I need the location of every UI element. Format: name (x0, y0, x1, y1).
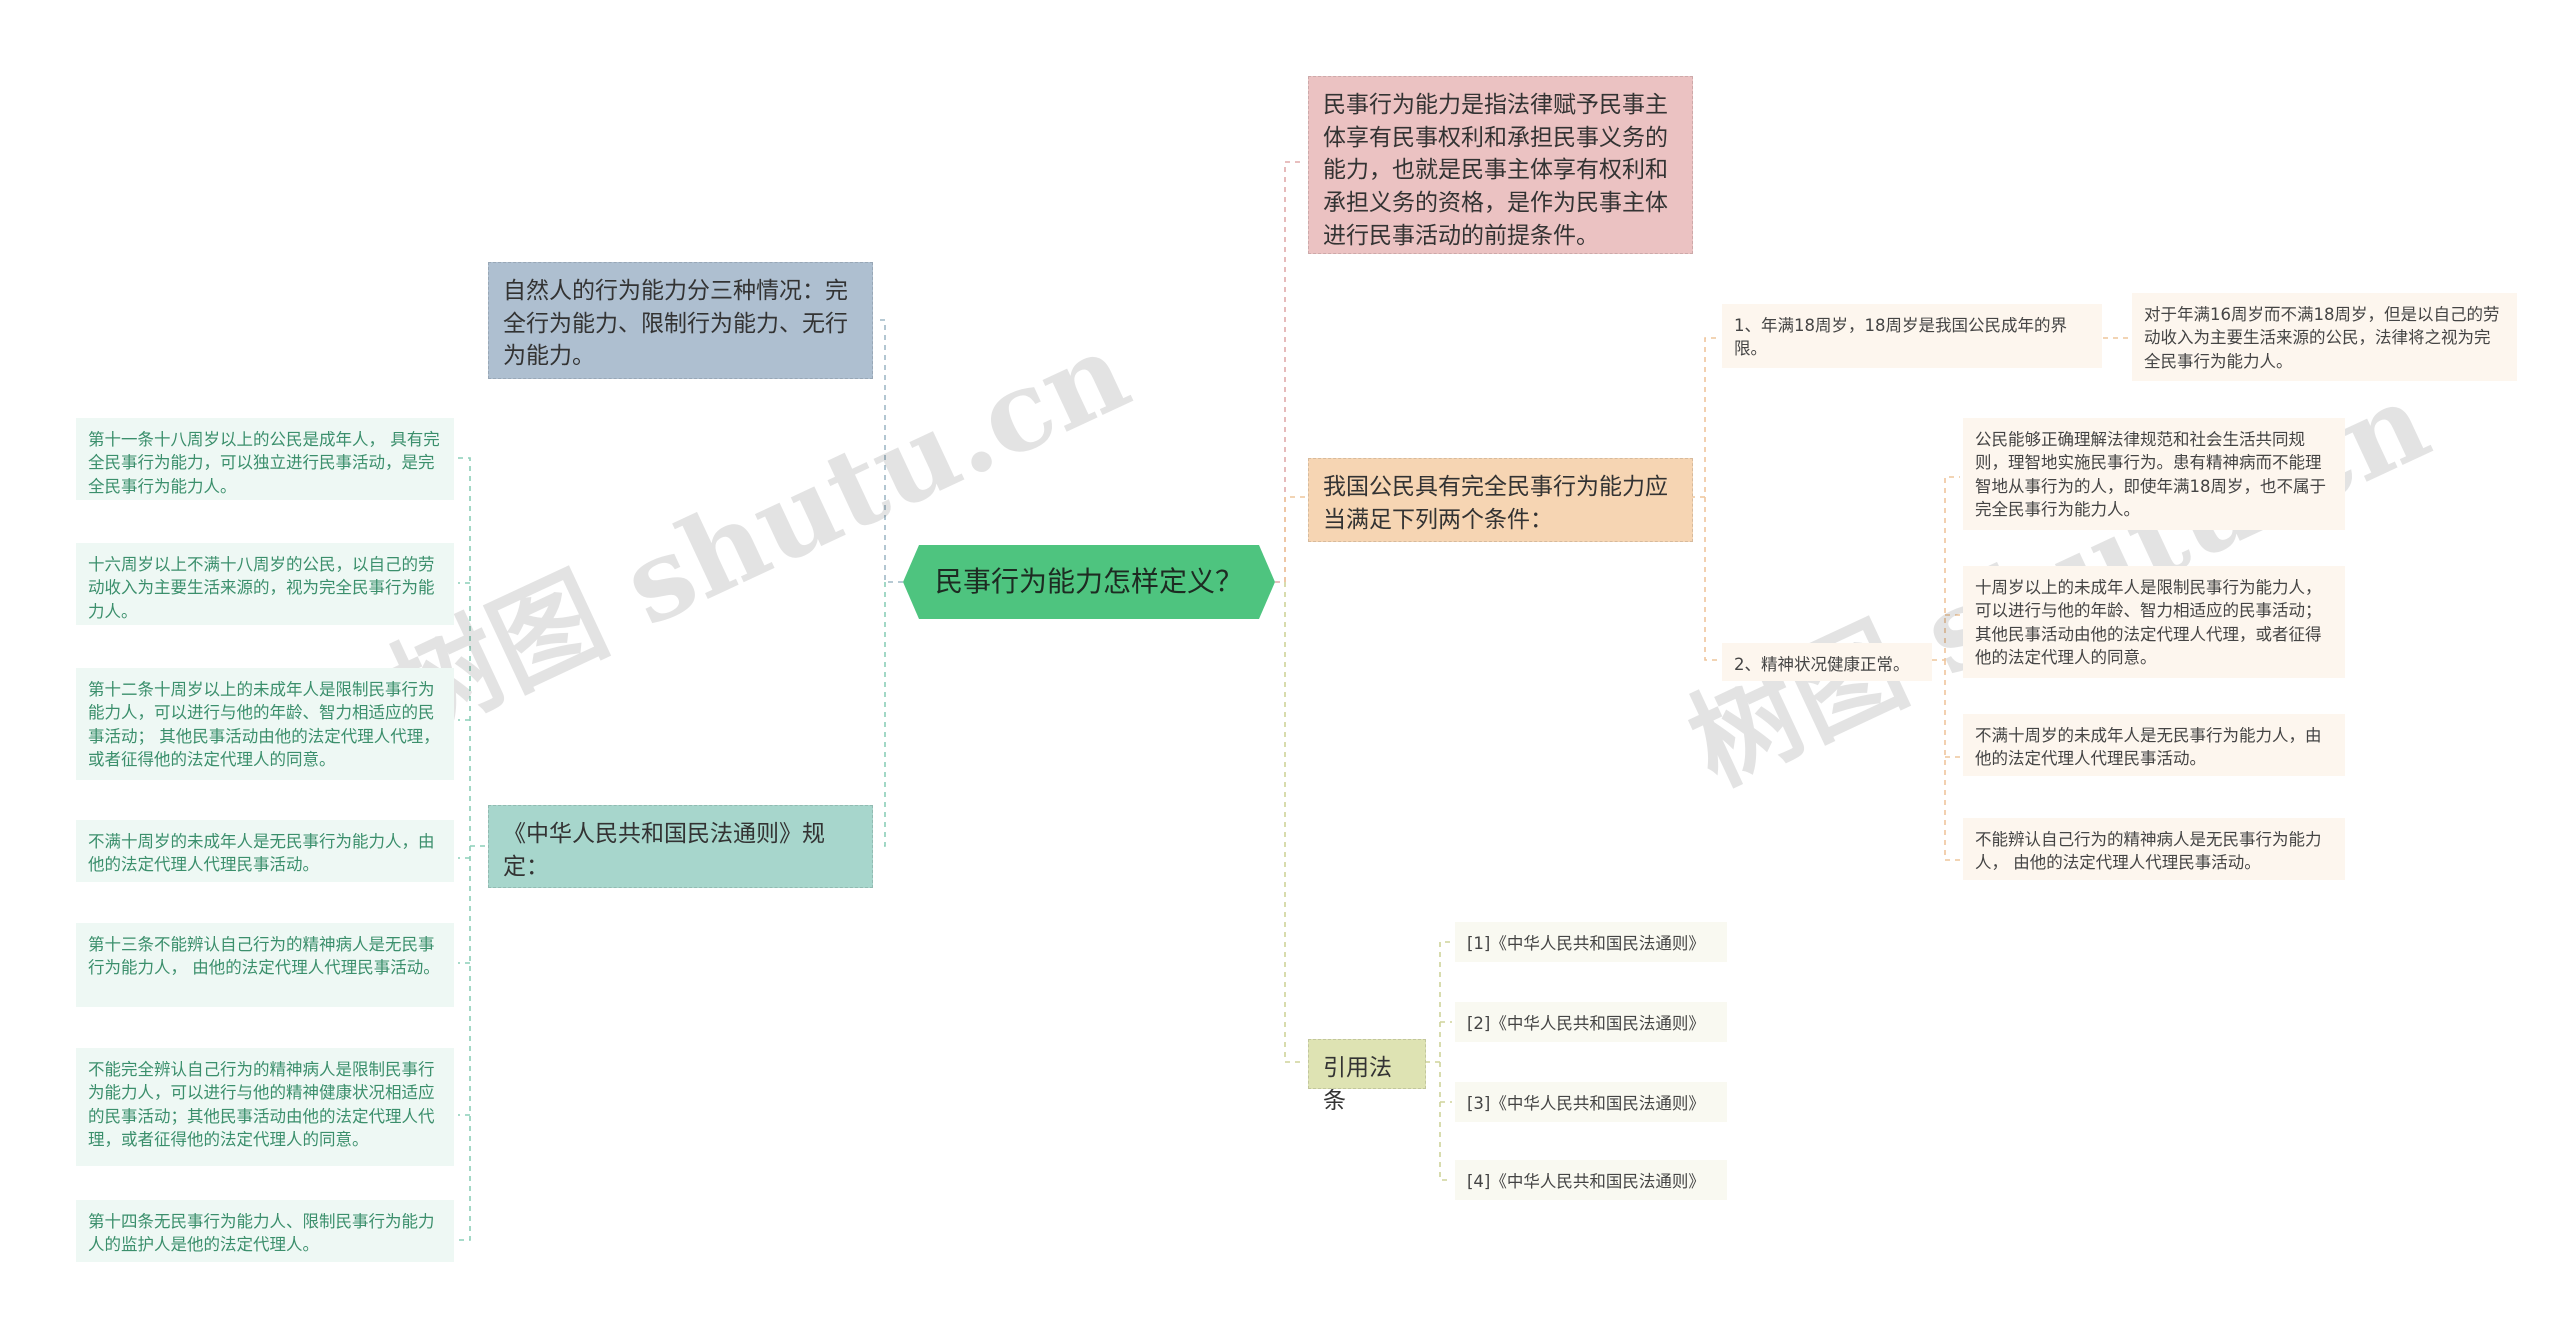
left-leaf-art12[interactable]: 第十二条十周岁以上的未成年人是限制民事行为能力人，可以进行与他的年龄、智力相适应… (76, 668, 454, 780)
right-branch-conditions[interactable]: 我国公民具有完全民事行为能力应当满足下列两个条件： (1308, 458, 1693, 542)
left-leaf-partial-mental[interactable]: 不能完全辨认自己行为的精神病人是限制民事行为能力人，可以进行与他的精神健康状况相… (76, 1048, 454, 1166)
ref-item-3[interactable]: [3]《中华人民共和国民法通则》 (1455, 1082, 1727, 1122)
condition-mental-health[interactable]: 2、精神状况健康正常。 (1722, 643, 1932, 681)
mental-detail-4[interactable]: 不能辨认自己行为的精神病人是无民事行为能力人， 由他的法定代理人代理民事活动。 (1963, 818, 2345, 880)
condition-age-detail[interactable]: 对于年满16周岁而不满18周岁，但是以自己的劳动收入为主要生活来源的公民，法律将… (2132, 293, 2517, 381)
mental-detail-2[interactable]: 十周岁以上的未成年人是限制民事行为能力人，可以进行与他的年龄、智力相适应的民事活… (1963, 566, 2345, 678)
left-leaf-under10[interactable]: 不满十周岁的未成年人是无民事行为能力人，由他的法定代理人代理民事活动。 (76, 820, 454, 882)
left-branch-behavior-types[interactable]: 自然人的行为能力分三种情况：完全行为能力、限制行为能力、无行为能力。 (488, 262, 873, 379)
ref-item-2[interactable]: [2]《中华人民共和国民法通则》 (1455, 1002, 1727, 1042)
left-leaf-16-18[interactable]: 十六周岁以上不满十八周岁的公民，以自己的劳动收入为主要生活来源的，视为完全民事行… (76, 543, 454, 625)
mental-detail-3[interactable]: 不满十周岁的未成年人是无民事行为能力人，由他的法定代理人代理民事活动。 (1963, 714, 2345, 776)
ref-item-1[interactable]: [1]《中华人民共和国民法通则》 (1455, 922, 1727, 962)
right-branch-definition[interactable]: 民事行为能力是指法律赋予民事主体享有民事权利和承担民事义务的能力，也就是民事主体… (1308, 76, 1693, 254)
right-branch-references[interactable]: 引用法条 (1308, 1039, 1426, 1114)
left-leaf-art14[interactable]: 第十四条无民事行为能力人、限制民事行为能力人的监护人是他的法定代理人。 (76, 1200, 454, 1262)
mental-detail-1[interactable]: 公民能够正确理解法律规范和社会生活共同规则，理智地实施民事行为。患有精神病而不能… (1963, 418, 2345, 530)
ref-item-4[interactable]: [4]《中华人民共和国民法通则》 (1455, 1160, 1727, 1200)
left-leaf-art11[interactable]: 第十一条十八周岁以上的公民是成年人， 具有完全民事行为能力，可以独立进行民事活动… (76, 418, 454, 500)
condition-age[interactable]: 1、年满18周岁，18周岁是我国公民成年的界限。 (1722, 304, 2102, 368)
left-branch-civil-law-rules[interactable]: 《中华人民共和国民法通则》规定： (488, 805, 873, 888)
center-topic[interactable]: 民事行为能力怎样定义？ (903, 545, 1275, 619)
left-leaf-art13[interactable]: 第十三条不能辨认自己行为的精神病人是无民事行为能力人， 由他的法定代理人代理民事… (76, 923, 454, 1007)
